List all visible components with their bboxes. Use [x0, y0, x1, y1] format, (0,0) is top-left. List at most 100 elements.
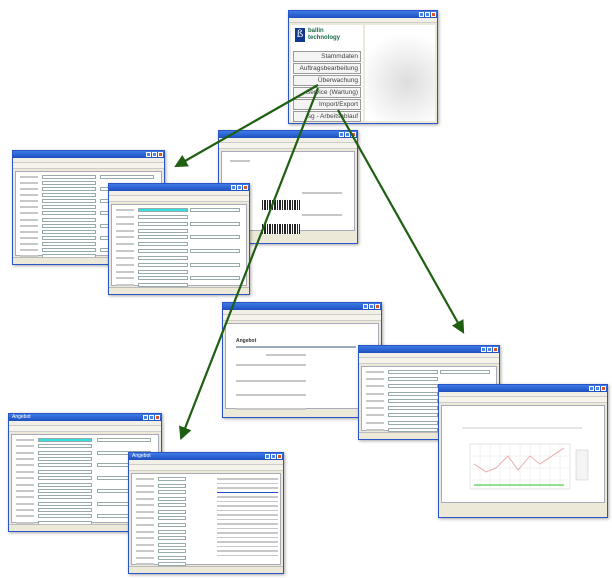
close-icon[interactable] [431, 12, 436, 17]
input-field[interactable] [38, 463, 92, 468]
close-icon[interactable] [277, 454, 282, 459]
input-field[interactable] [138, 255, 188, 260]
nav-button-arbeitsablauf[interactable]: isg - Arbeitsablauf [293, 111, 361, 122]
input-field[interactable] [138, 214, 188, 219]
input-field[interactable] [388, 406, 438, 411]
input-field[interactable] [138, 276, 188, 281]
nav-button-ueberwachung[interactable]: Überwachung [293, 75, 361, 86]
input-field[interactable] [42, 229, 96, 234]
input-field[interactable] [42, 235, 96, 240]
input-field[interactable] [190, 208, 240, 212]
input-field[interactable] [38, 457, 92, 462]
input-field[interactable] [190, 249, 240, 253]
nav-button-service[interactable]: Service (Wartung) [293, 87, 361, 98]
input-field[interactable] [138, 208, 188, 212]
input-field[interactable] [38, 438, 92, 442]
table-row[interactable] [217, 536, 278, 538]
input-field[interactable] [138, 262, 188, 267]
table-row[interactable] [217, 532, 278, 534]
input-field[interactable] [138, 228, 188, 233]
input-field[interactable] [38, 507, 92, 512]
input-field[interactable] [38, 476, 92, 481]
close-icon[interactable] [351, 132, 356, 137]
input-field[interactable] [38, 444, 92, 449]
input-field[interactable] [42, 181, 96, 186]
input-field[interactable] [158, 483, 187, 488]
table-row[interactable] [217, 500, 278, 502]
table-row[interactable] [217, 491, 278, 493]
input-field[interactable] [158, 496, 187, 501]
input-field[interactable] [42, 193, 96, 198]
input-field[interactable] [158, 516, 187, 521]
input-field[interactable] [138, 249, 188, 253]
input-field[interactable] [42, 199, 96, 204]
nav-button-stammdaten[interactable]: Stammdaten [293, 51, 361, 62]
input-field[interactable] [42, 187, 96, 192]
input-field[interactable] [158, 523, 187, 527]
input-field[interactable] [158, 490, 187, 495]
table-row[interactable] [217, 527, 278, 529]
input-field[interactable] [100, 175, 154, 179]
input-field[interactable] [440, 370, 490, 374]
nav-button-auftragsbearbeitung[interactable]: Auftragsbearbeitung [293, 63, 361, 74]
input-field[interactable] [138, 269, 188, 274]
input-field[interactable] [42, 205, 96, 210]
input-field[interactable] [388, 377, 438, 382]
input-field[interactable] [138, 242, 188, 247]
input-field[interactable] [158, 477, 187, 481]
close-icon[interactable] [375, 304, 380, 309]
table-row[interactable] [217, 523, 278, 525]
table-row[interactable] [217, 550, 278, 552]
table-row[interactable] [217, 514, 278, 516]
table-row[interactable] [217, 487, 278, 489]
input-field[interactable] [138, 221, 188, 226]
nav-button-import-export[interactable]: Import/Export [293, 99, 361, 110]
table-row[interactable] [217, 505, 278, 507]
input-field[interactable] [388, 427, 438, 432]
table-row[interactable] [217, 509, 278, 511]
table-row[interactable] [217, 554, 278, 556]
input-field[interactable] [388, 384, 438, 389]
input-field[interactable] [42, 175, 96, 179]
close-icon[interactable] [493, 347, 498, 352]
input-field[interactable] [190, 262, 240, 267]
close-icon[interactable] [155, 415, 160, 420]
input-field[interactable] [388, 420, 438, 425]
input-field[interactable] [190, 221, 240, 226]
input-field[interactable] [38, 450, 92, 455]
table-row[interactable] [217, 518, 278, 520]
table-row[interactable] [217, 545, 278, 547]
input-field[interactable] [42, 247, 96, 252]
input-field[interactable] [42, 217, 96, 222]
input-field[interactable] [38, 488, 92, 493]
table-row[interactable] [217, 482, 278, 484]
input-field[interactable] [158, 542, 187, 547]
input-field[interactable] [42, 211, 96, 216]
input-field[interactable] [38, 501, 92, 506]
input-field[interactable] [42, 241, 96, 246]
input-field[interactable] [158, 509, 187, 514]
input-field[interactable] [388, 398, 438, 403]
input-field[interactable] [388, 391, 438, 396]
table-row[interactable] [217, 478, 278, 480]
input-field[interactable] [388, 370, 438, 374]
input-field[interactable] [388, 413, 438, 418]
input-field[interactable] [158, 549, 187, 554]
input-field[interactable] [158, 529, 187, 534]
input-field[interactable] [190, 235, 240, 240]
close-icon[interactable] [243, 185, 248, 190]
input-field[interactable] [96, 438, 151, 442]
close-icon[interactable] [158, 152, 163, 157]
input-field[interactable] [138, 235, 188, 240]
input-field[interactable] [42, 223, 96, 228]
table-row[interactable] [217, 541, 278, 543]
close-icon[interactable] [601, 386, 606, 391]
input-field[interactable] [38, 469, 92, 474]
input-field[interactable] [158, 555, 187, 560]
input-field[interactable] [158, 562, 187, 567]
input-field[interactable] [38, 495, 92, 500]
input-field[interactable] [158, 503, 187, 508]
input-field[interactable] [38, 514, 92, 519]
table-row[interactable] [217, 496, 278, 498]
input-field[interactable] [158, 536, 187, 541]
